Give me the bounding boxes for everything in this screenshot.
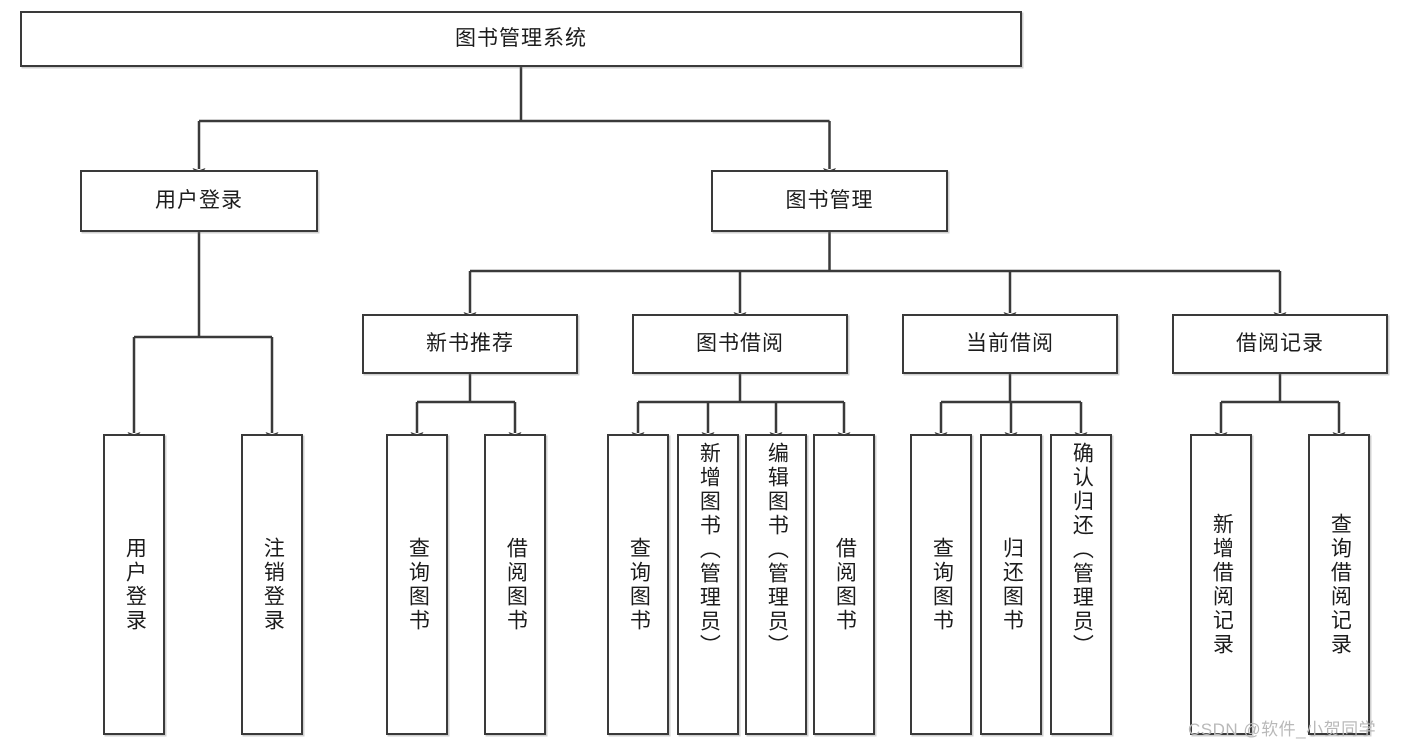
node-user-login[interactable]: 用户登录 (80, 170, 318, 232)
node-label: 借阅图书 (833, 536, 857, 633)
node-book-management[interactable]: 图书管理 (711, 170, 948, 232)
leaf-user-login[interactable]: 用户登录 (103, 434, 165, 735)
node-label: 新增借阅记录 (1210, 512, 1234, 657)
leaf-query-book-current[interactable]: 查询图书 (910, 434, 972, 735)
node-label: 新增图书（管理员） (697, 442, 721, 658)
node-label: 借阅记录 (1236, 331, 1324, 355)
leaf-add-borrow-record[interactable]: 新增借阅记录 (1190, 434, 1252, 735)
node-label: 查询图书 (406, 536, 430, 633)
node-label: 图书管理 (785, 188, 874, 212)
node-label: 注销登录 (261, 536, 285, 633)
node-label: 当前借阅 (966, 331, 1054, 355)
leaf-lend-book[interactable]: 借阅图书 (813, 434, 875, 735)
node-new-book-recommend[interactable]: 新书推荐 (362, 314, 578, 374)
node-borrow-records[interactable]: 借阅记录 (1172, 314, 1388, 374)
node-book-borrow[interactable]: 图书借阅 (632, 314, 848, 374)
leaf-confirm-return-admin[interactable]: 确认归还（管理员） (1050, 434, 1112, 735)
leaf-add-book-admin[interactable]: 新增图书（管理员） (677, 434, 739, 735)
csdn-watermark: CSDN @软件_小贺同学 (1188, 720, 1377, 739)
node-label: 编辑图书（管理员） (765, 442, 789, 658)
node-label: 用户登录 (155, 188, 243, 212)
node-label: 查询借阅记录 (1328, 512, 1352, 657)
leaf-borrow-book-newbook[interactable]: 借阅图书 (484, 434, 546, 735)
leaf-edit-book-admin[interactable]: 编辑图书（管理员） (745, 434, 807, 735)
node-label: 用户登录 (123, 536, 147, 633)
node-label: 借阅图书 (504, 536, 528, 633)
node-root[interactable]: 图书管理系统 (20, 11, 1022, 67)
node-label: 归还图书 (1000, 536, 1024, 633)
node-label: 确认归还（管理员） (1070, 442, 1094, 658)
node-current-borrow[interactable]: 当前借阅 (902, 314, 1118, 374)
node-label: 新书推荐 (426, 331, 514, 355)
leaf-query-book-borrow[interactable]: 查询图书 (607, 434, 669, 735)
leaf-user-logout[interactable]: 注销登录 (241, 434, 303, 735)
node-label: 图书管理系统 (455, 26, 587, 50)
node-label: 图书借阅 (696, 331, 784, 355)
leaf-query-book-newbook[interactable]: 查询图书 (386, 434, 448, 735)
node-label: 查询图书 (930, 536, 954, 633)
node-label: 查询图书 (627, 536, 651, 633)
leaf-return-book[interactable]: 归还图书 (980, 434, 1042, 735)
leaf-query-borrow-record[interactable]: 查询借阅记录 (1308, 434, 1370, 735)
